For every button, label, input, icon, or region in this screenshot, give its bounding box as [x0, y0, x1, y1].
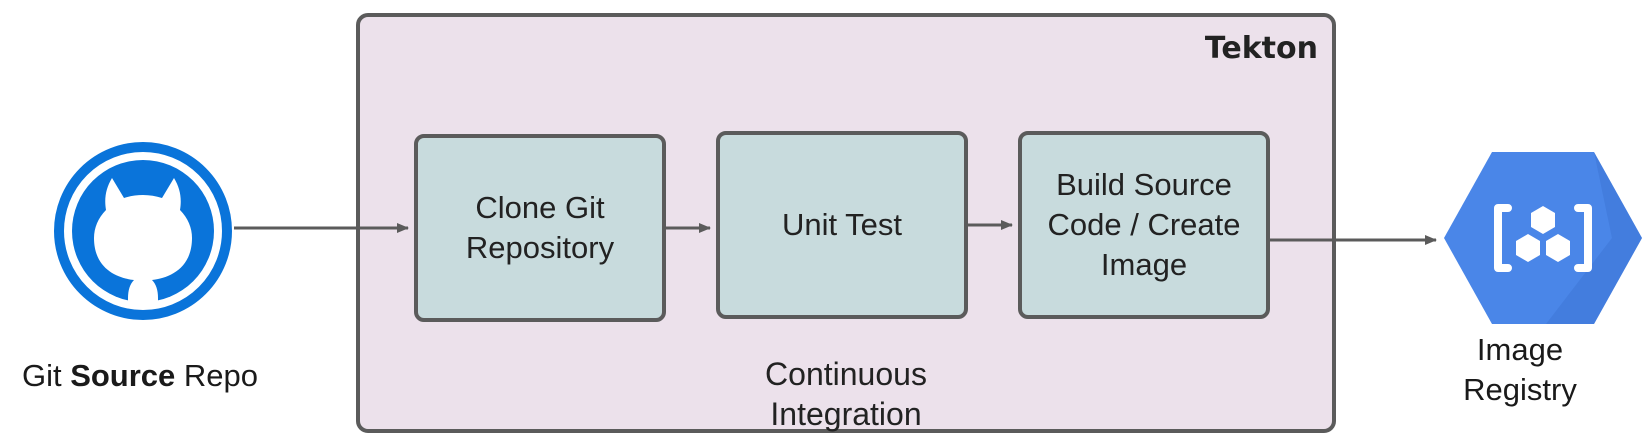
registry-label-line-2: Registry [1463, 372, 1577, 407]
step-label-line: Repository [465, 230, 615, 265]
step-label-line: Image [1100, 247, 1188, 282]
step-build-image: Build Source Code / Create Image [1018, 131, 1270, 319]
container-registry-icon [1442, 150, 1644, 326]
step-label: Unit Test [782, 205, 902, 245]
step-label: Clone Git Repository [466, 188, 614, 268]
github-icon [52, 140, 234, 322]
git-label-post: Repo [175, 358, 259, 393]
step-label-line: Clone Git [475, 190, 605, 225]
git-source-label: Git Source Repo [0, 356, 280, 396]
git-label-bold: Source [70, 358, 176, 393]
step-label: Build Source Code / Create Image [1048, 165, 1241, 285]
group-caption-line-2: Integration [770, 396, 922, 432]
image-registry-label: Image Registry [1420, 330, 1620, 410]
registry-label-line-1: Image [1476, 332, 1564, 367]
group-caption: Continuous Integration [360, 354, 1332, 434]
group-caption-line-1: Continuous [765, 356, 927, 392]
step-unit-test: Unit Test [716, 131, 968, 319]
step-clone-repository: Clone Git Repository [414, 134, 666, 322]
step-label-line: Unit Test [781, 207, 903, 242]
group-title: Tekton [1204, 31, 1318, 66]
step-label-line: Code / Create [1047, 207, 1241, 242]
git-label-pre: Git [21, 358, 71, 393]
step-label-line: Build Source [1056, 167, 1232, 202]
